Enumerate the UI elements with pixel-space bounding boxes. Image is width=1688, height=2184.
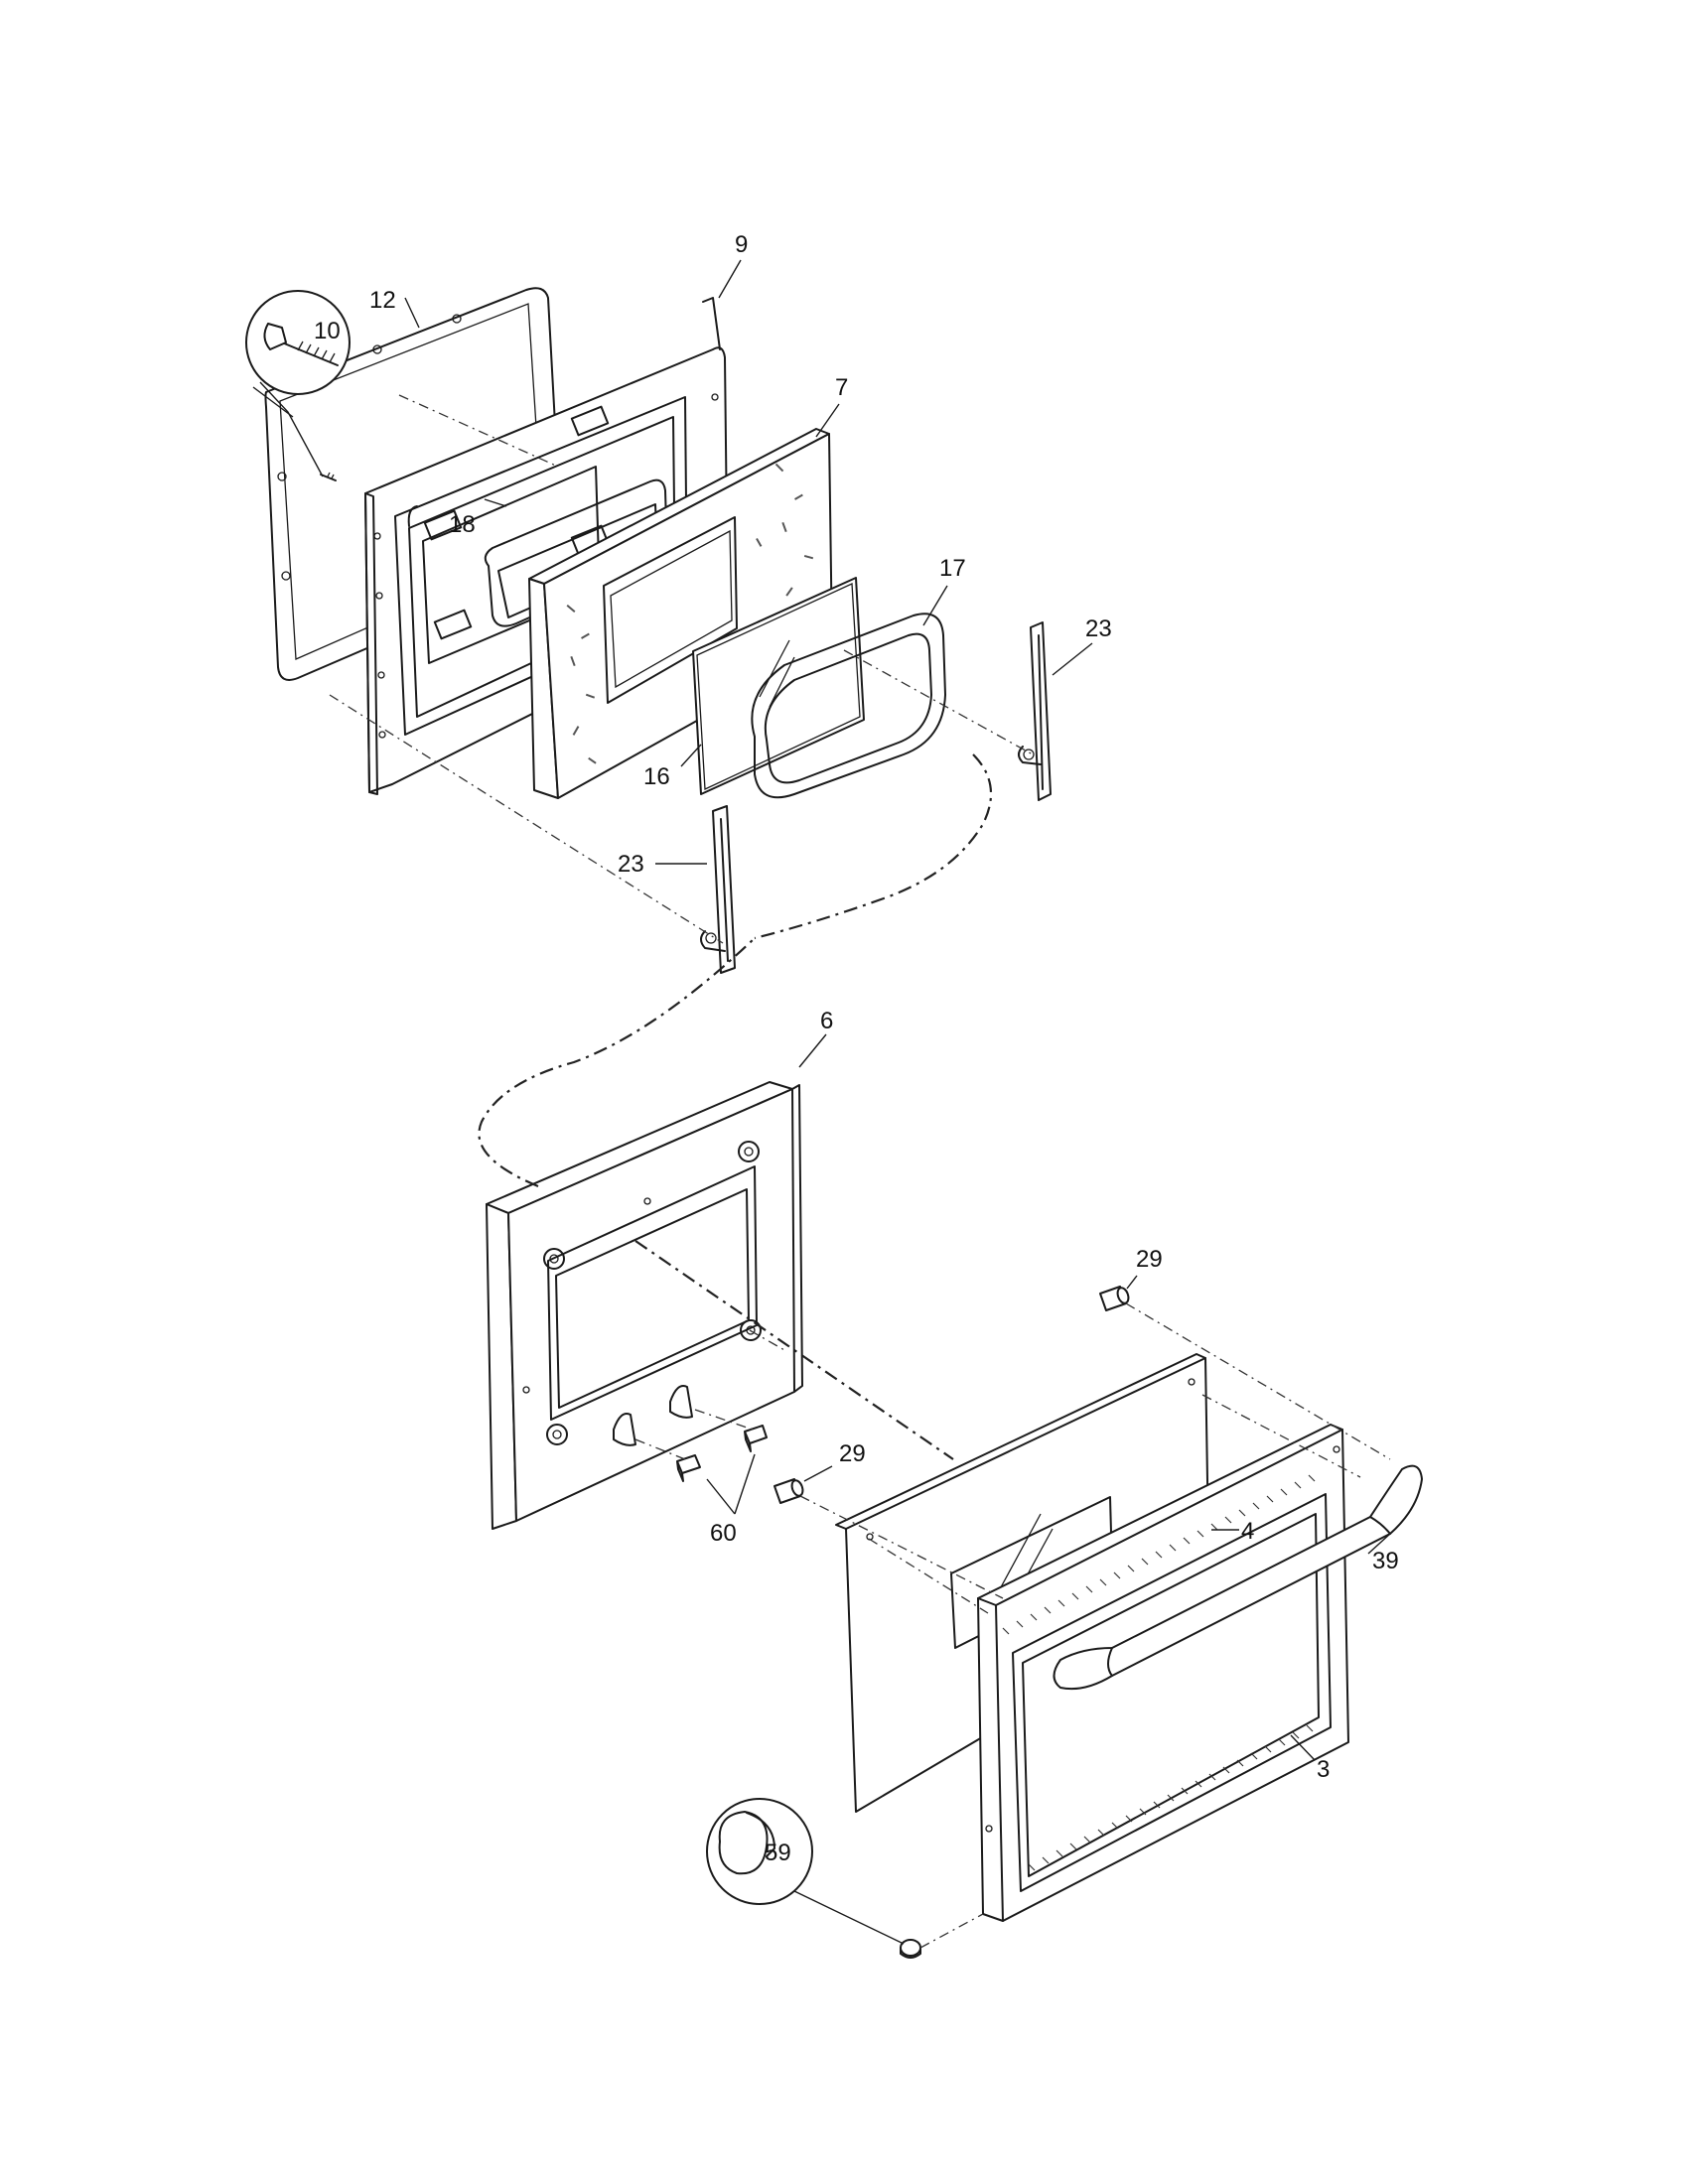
lower-assembly-lines	[478, 937, 1391, 1949]
door-handle-part-39	[1053, 1464, 1423, 1691]
outer-door-panel-part-6	[486, 1081, 803, 1530]
callout-23-left: 23	[618, 851, 644, 878]
callout-17: 17	[939, 555, 966, 582]
callout-60: 60	[710, 1520, 737, 1547]
callout-29-lower: 29	[839, 1440, 866, 1467]
callout-59: 59	[765, 1840, 791, 1866]
insulation-panel-part-7	[528, 428, 833, 799]
callout-7: 7	[835, 374, 848, 401]
callout-12: 12	[369, 287, 396, 314]
callout-9: 9	[735, 231, 748, 258]
callout-3: 3	[1317, 1756, 1330, 1783]
upper-assembly-lines	[329, 394, 1034, 944]
callout-39: 39	[1372, 1548, 1399, 1574]
spacer-upper-part-29	[1099, 1275, 1138, 1311]
door-hinge-right-part-23	[1018, 621, 1052, 801]
lower-leader-lines	[798, 1033, 1391, 1761]
callout-16: 16	[643, 763, 670, 790]
callout-6: 6	[820, 1008, 833, 1034]
plug-part-59	[900, 1939, 921, 1959]
screw-detail-part-10	[245, 290, 351, 481]
callout-23-right: 23	[1085, 615, 1112, 642]
callout-10: 10	[314, 318, 341, 344]
callout-4: 4	[1241, 1518, 1254, 1545]
door-hinge-left-part-23	[700, 805, 736, 974]
window-gasket-part-17	[751, 613, 946, 799]
clips-part-60	[634, 1409, 768, 1515]
upper-leader-lines	[404, 259, 1093, 865]
plug-detail-circle-59	[706, 1798, 905, 1945]
callout-29-upper: 29	[1136, 1246, 1163, 1273]
callout-18: 18	[449, 511, 476, 538]
